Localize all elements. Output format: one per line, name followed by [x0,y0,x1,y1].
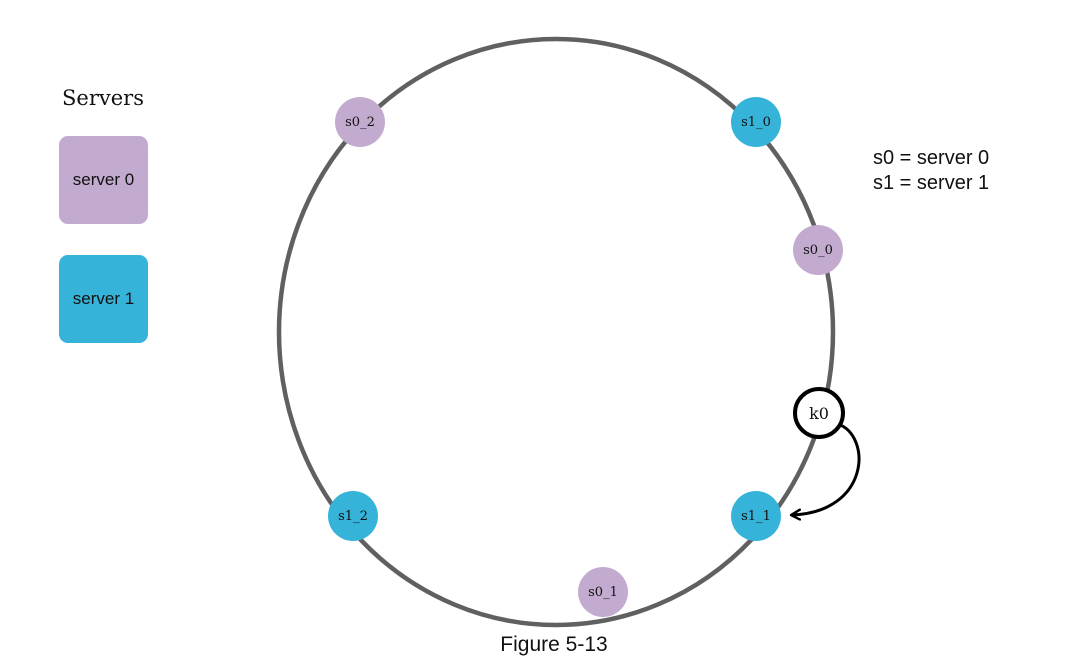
ring-node-s0_0: s0_0 [793,225,843,275]
ring-node-s0_2: s0_2 [335,97,385,147]
ring-node-label: s1_0 [741,115,771,130]
hash-ring [276,36,836,628]
ring-node-label: s1_2 [338,509,368,524]
figure-caption: Figure 5-13 [500,633,608,656]
legend-server1-label: server 1 [72,289,135,308]
ring-node-circle [578,567,628,617]
note-s0: s0 = server 0 [873,147,990,169]
legend-server0-box: server 0 [59,136,148,224]
ring-node-label: s0_2 [345,115,375,130]
legend-server0-label: server 0 [72,170,135,189]
abbreviation-notes: s0 = server 0 s1 = server 1 [873,146,989,196]
ring-node-s1_1: s1_1 [731,491,781,541]
note-s1: s1 = server 1 [873,172,990,194]
ring-node-s1_0: s1_0 [731,97,781,147]
ring-node-s1_2: s1_2 [328,491,378,541]
key-node-circle [793,387,845,439]
ring-node-circle [731,97,781,147]
ring-node-label: s0_1 [588,585,618,600]
ring-node-circle [731,491,781,541]
ring-node-label: s1_1 [741,509,771,524]
ring-node-circle [335,97,385,147]
ring-node-circle [328,491,378,541]
legend-server1-box: server 1 [59,255,148,343]
ring-node-circle [793,225,843,275]
key-node-k0: k0 [793,387,845,439]
ring-node-s0_1: s0_1 [578,567,628,617]
key-node-label: k0 [809,404,829,423]
ring-node-label: s0_0 [803,243,833,258]
legend-title: Servers [62,86,144,110]
key-mapping-arrow [792,422,861,515]
